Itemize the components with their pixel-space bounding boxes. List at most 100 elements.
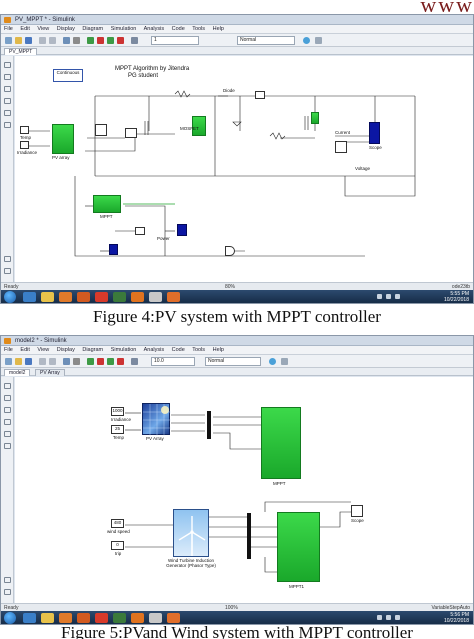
menu-file[interactable]: File (4, 26, 13, 32)
save-icon[interactable] (25, 358, 32, 365)
model-config-icon[interactable] (73, 37, 80, 44)
debug-icon[interactable] (281, 358, 288, 365)
undo-icon[interactable] (39, 358, 46, 365)
temp-constant[interactable]: 25 (111, 425, 124, 434)
mosfet-block[interactable] (192, 116, 206, 136)
library-browser-icon[interactable] (63, 37, 70, 44)
acrobat-icon[interactable] (113, 292, 126, 302)
record-icon[interactable] (117, 37, 124, 44)
open-icon[interactable] (15, 37, 22, 44)
menu-help[interactable]: Help (212, 26, 224, 32)
menu-code[interactable]: Code (171, 26, 185, 32)
chrome-icon[interactable] (95, 613, 108, 623)
record-icon[interactable] (117, 358, 124, 365)
media-icon[interactable] (59, 613, 72, 623)
sim-mode-select[interactable]: Normal (205, 357, 261, 366)
speed-scope-block[interactable] (109, 244, 118, 255)
collapse-icon[interactable] (4, 589, 11, 595)
tray-network-icon[interactable] (386, 294, 391, 299)
menu-simulation[interactable]: Simulation (110, 26, 137, 32)
annotation-icon[interactable] (4, 86, 11, 92)
menu-view[interactable]: View (37, 26, 50, 32)
tray-volume-icon[interactable] (395, 294, 400, 299)
menu-display[interactable]: Display (56, 26, 75, 32)
menu-file[interactable]: File (4, 347, 13, 353)
stop-time-field[interactable]: 1 (151, 36, 199, 45)
menu-help[interactable]: Help (212, 347, 224, 353)
tab-model2[interactable]: model2 (4, 369, 31, 376)
start-button[interactable] (4, 612, 16, 624)
scope-icon[interactable] (131, 37, 138, 44)
firefox-icon[interactable] (77, 292, 90, 302)
redo-icon[interactable] (49, 37, 56, 44)
run-icon[interactable] (87, 37, 94, 44)
sim-mode-select[interactable]: Normal (237, 36, 295, 45)
menu-tools[interactable]: Tools (192, 26, 206, 32)
library-browser-icon[interactable] (63, 358, 70, 365)
tab-model[interactable]: PV_MPPT (4, 48, 38, 55)
model-canvas[interactable]: Continuous MPPT Algorithm by Jitendra PG… (15, 56, 473, 282)
mppt-block[interactable] (93, 195, 121, 213)
new-model-icon[interactable] (5, 358, 12, 365)
temp-constant[interactable] (20, 126, 29, 134)
pv-array-block[interactable] (52, 124, 74, 154)
area-icon[interactable] (4, 110, 11, 116)
update-diagram-icon[interactable] (303, 37, 310, 44)
step-icon[interactable] (107, 358, 114, 365)
menu-simulation[interactable]: Simulation (110, 347, 137, 353)
matlab-icon[interactable] (131, 613, 144, 623)
clock[interactable]: 5:55 PM 10/22/2018 (444, 291, 469, 303)
menu-display[interactable]: Display (56, 347, 75, 353)
tab-pv-array[interactable]: PV Array (35, 369, 65, 376)
irradiance-constant[interactable]: 1000 (111, 407, 124, 416)
stop-time-field[interactable]: 10.0 (151, 357, 195, 366)
ie-icon[interactable] (23, 613, 36, 623)
redo-icon[interactable] (49, 358, 56, 365)
continuous-block[interactable]: Continuous (53, 69, 83, 82)
sum-block[interactable] (135, 227, 145, 235)
word-icon[interactable] (149, 292, 162, 302)
menu-diagram[interactable]: Diagram (82, 347, 104, 353)
area-icon[interactable] (4, 431, 11, 437)
explorer-icon[interactable] (41, 292, 54, 302)
media-icon[interactable] (59, 292, 72, 302)
hide-icon[interactable] (4, 122, 11, 128)
new-model-icon[interactable] (5, 37, 12, 44)
start-button[interactable] (4, 291, 16, 303)
tray-volume-icon[interactable] (395, 615, 400, 620)
tray-flag-icon[interactable] (377, 294, 382, 299)
irradiance-constant[interactable] (20, 141, 29, 149)
image-icon[interactable] (4, 98, 11, 104)
explorer-icon[interactable] (41, 613, 54, 623)
tray-flag-icon[interactable] (377, 615, 382, 620)
pv-array-block[interactable] (142, 403, 171, 436)
open-icon[interactable] (15, 358, 22, 365)
debug-icon[interactable] (315, 37, 322, 44)
current-measurement-block[interactable] (125, 128, 137, 138)
mppt-block[interactable] (261, 407, 301, 479)
mppt1-block[interactable] (277, 512, 320, 582)
output-measure-block[interactable] (311, 112, 319, 124)
hide-icon[interactable] (4, 443, 11, 449)
trip-constant[interactable]: 0 (111, 541, 124, 550)
menu-tools[interactable]: Tools (192, 347, 206, 353)
scope-block[interactable] (351, 505, 363, 517)
image-icon[interactable] (4, 419, 11, 425)
menu-view[interactable]: View (37, 347, 50, 353)
wind-turbine-block[interactable] (173, 509, 209, 557)
voltage-measurement-block[interactable] (95, 124, 107, 136)
step-icon[interactable] (107, 37, 114, 44)
power-scope-block[interactable] (177, 224, 187, 236)
chrome-icon[interactable] (95, 292, 108, 302)
simulink-taskbar-icon[interactable] (167, 613, 180, 623)
update-diagram-icon[interactable] (269, 358, 276, 365)
stop-icon[interactable] (97, 37, 104, 44)
gain-block[interactable] (225, 246, 235, 256)
menu-analysis[interactable]: Analysis (143, 26, 165, 32)
explorer-icon[interactable] (4, 577, 11, 583)
ie-icon[interactable] (23, 292, 36, 302)
undo-icon[interactable] (39, 37, 46, 44)
wind-speed-constant[interactable]: 480 (111, 519, 124, 528)
model-canvas[interactable]: 1000 Irradiance 25 Temp PV Array MPPT (15, 377, 473, 603)
menu-code[interactable]: Code (171, 347, 185, 353)
